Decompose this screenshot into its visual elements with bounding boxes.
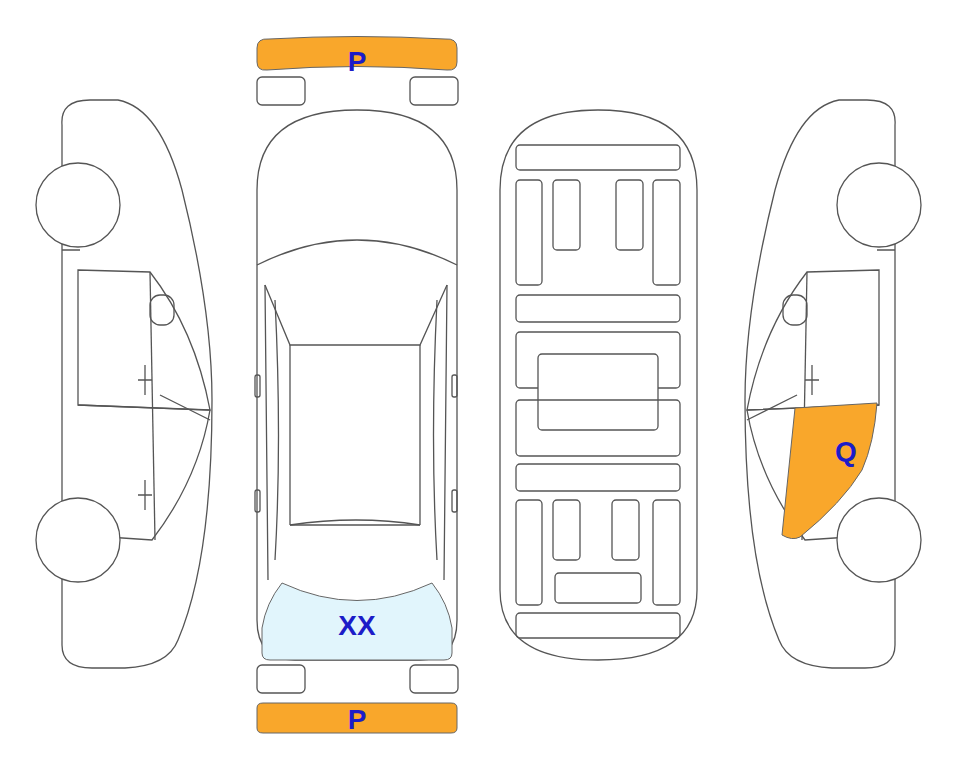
area-code: XX — [338, 612, 375, 640]
side-view — [36, 100, 212, 668]
damage-area: XX — [262, 583, 452, 660]
area-code: Q — [835, 438, 857, 466]
damage-area: P — [257, 38, 457, 71]
underside-view — [500, 110, 697, 660]
damage-area: Q — [782, 403, 878, 541]
top-view — [255, 77, 458, 693]
area-shape — [782, 403, 878, 541]
damage-area: P — [257, 703, 457, 733]
area-code: P — [348, 48, 367, 76]
area-fill — [262, 583, 452, 660]
side-view — [745, 100, 921, 668]
area-fill — [782, 403, 877, 539]
area-fill — [257, 703, 457, 733]
area-code: P — [348, 706, 367, 734]
